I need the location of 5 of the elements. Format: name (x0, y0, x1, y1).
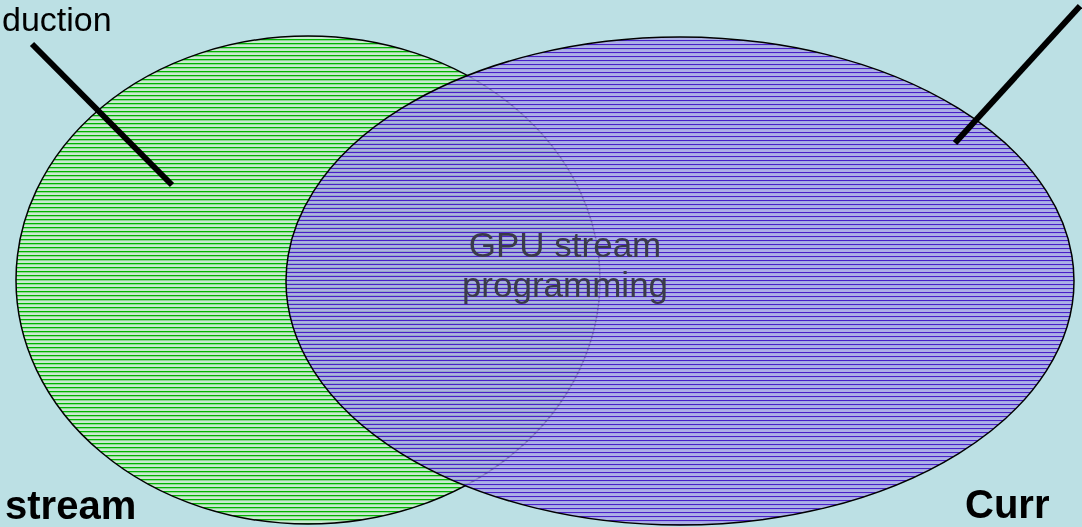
callout-text: duction (2, 0, 112, 38)
set-title: stream (5, 485, 137, 525)
leader-line (952, 3, 1082, 146)
set-title: Curr (965, 484, 1050, 524)
leader-line (29, 41, 175, 188)
